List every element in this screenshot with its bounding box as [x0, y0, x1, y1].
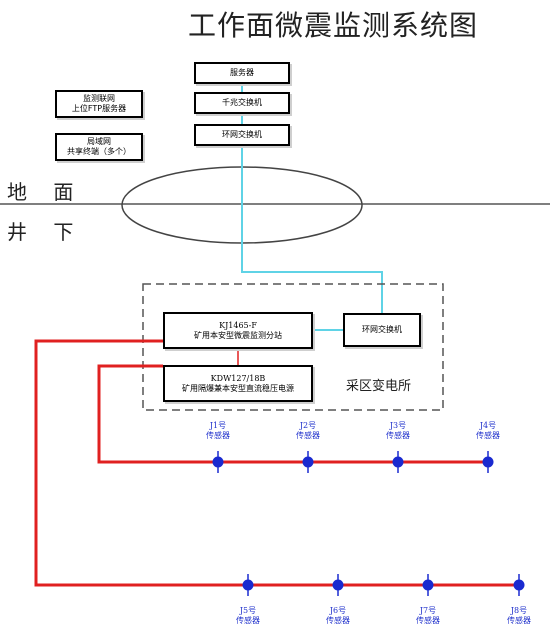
sensor-id-j2: J2号 — [299, 421, 317, 430]
underground-label: 井 下 — [7, 220, 84, 244]
microseismic-station-box: KJ1465-F 矿用本安型微震监测分站 — [163, 312, 313, 349]
cable-row2 — [34, 339, 519, 587]
lan-terminal-line2: 共享终端（多个） — [67, 147, 131, 156]
sensor-label-j5: J5号 传感器 — [226, 606, 270, 626]
sensor-node-j1 — [212, 456, 224, 468]
substation-label: 采区变电所 — [346, 379, 412, 394]
gigabit-switch-label: 千兆交换机 — [222, 98, 262, 107]
sensor-type-j2: 传感器 — [296, 431, 320, 440]
sensor-id-j1: J1号 — [209, 421, 227, 430]
substation-ring-switch-label: 环网交换机 — [362, 325, 402, 334]
sensor-node-j7 — [422, 579, 434, 591]
sensor-cables — [34, 339, 519, 587]
power-model: KDW127/18B — [210, 373, 266, 383]
sensor-type-j8: 传感器 — [507, 616, 531, 625]
lan-terminal-line1: 局域网 — [87, 137, 111, 146]
sensor-label-j6: J6号 传感器 — [316, 606, 360, 626]
sensor-id-j6: J6号 — [329, 606, 347, 615]
station-desc: 矿用本安型微震监测分站 — [194, 330, 282, 340]
substation-frame — [142, 283, 444, 411]
sensor-nodes — [212, 451, 525, 596]
gigabit-switch-box: 千兆交换机 — [194, 92, 290, 114]
ring-switch-label: 环网交换机 — [222, 130, 262, 139]
server-box: 服务器 — [194, 62, 290, 84]
ftp-server-line2: 上位FTP服务器 — [71, 104, 127, 113]
sensor-id-j5: J5号 — [239, 606, 257, 615]
fiber-link-ring-to-substation — [241, 145, 383, 313]
sensor-type-j3: 传感器 — [386, 431, 410, 440]
lan-terminal-box: 局域网 共享终端（多个） — [55, 133, 143, 161]
sensor-id-j7: J7号 — [419, 606, 437, 615]
server-label: 服务器 — [230, 68, 254, 77]
sensor-type-j7: 传感器 — [416, 616, 440, 625]
sensor-type-j4: 传感器 — [476, 431, 500, 440]
sensor-id-j3: J3号 — [389, 421, 407, 430]
station-model: KJ1465-F — [219, 320, 257, 330]
cable-row1 — [97, 364, 488, 464]
substation-ring-switch-box: 环网交换机 — [343, 313, 421, 347]
sensor-id-j8: J8号 — [510, 606, 528, 615]
sensor-type-j5: 传感器 — [236, 616, 260, 625]
sensor-label-j2: J2号 传感器 — [286, 421, 330, 441]
sensor-label-j3: J3号 传感器 — [376, 421, 420, 441]
sensor-label-j4: J4号 传感器 — [466, 421, 510, 441]
sensor-node-j3 — [392, 456, 404, 468]
sensor-label-j8: J8号 传感器 — [497, 606, 541, 626]
sensor-id-j4: J4号 — [479, 421, 497, 430]
sensor-label-j1: J1号 传感器 — [196, 421, 240, 441]
ring-switch-box: 环网交换机 — [194, 124, 290, 146]
ftp-server-line1: 监测联网 — [83, 94, 115, 103]
fiber-links — [241, 83, 383, 331]
sensor-type-j1: 传感器 — [206, 431, 230, 440]
sensor-type-j6: 传感器 — [326, 616, 350, 625]
diagram-title: 工作面微震监测系统图 — [188, 9, 479, 42]
sensor-node-j5 — [242, 579, 254, 591]
sensor-node-j6 — [332, 579, 344, 591]
ftp-server-box: 监测联网 上位FTP服务器 — [55, 90, 143, 118]
sensor-node-j8 — [513, 579, 525, 591]
sensor-node-j4 — [482, 456, 494, 468]
sensor-label-j7: J7号 传感器 — [406, 606, 450, 626]
power-desc: 矿用隔爆兼本安型直流稳压电源 — [182, 383, 294, 393]
sensor-node-j2 — [302, 456, 314, 468]
surface-label: 地 面 — [7, 180, 84, 204]
power-supply-box: KDW127/18B 矿用隔爆兼本安型直流稳压电源 — [163, 365, 313, 402]
